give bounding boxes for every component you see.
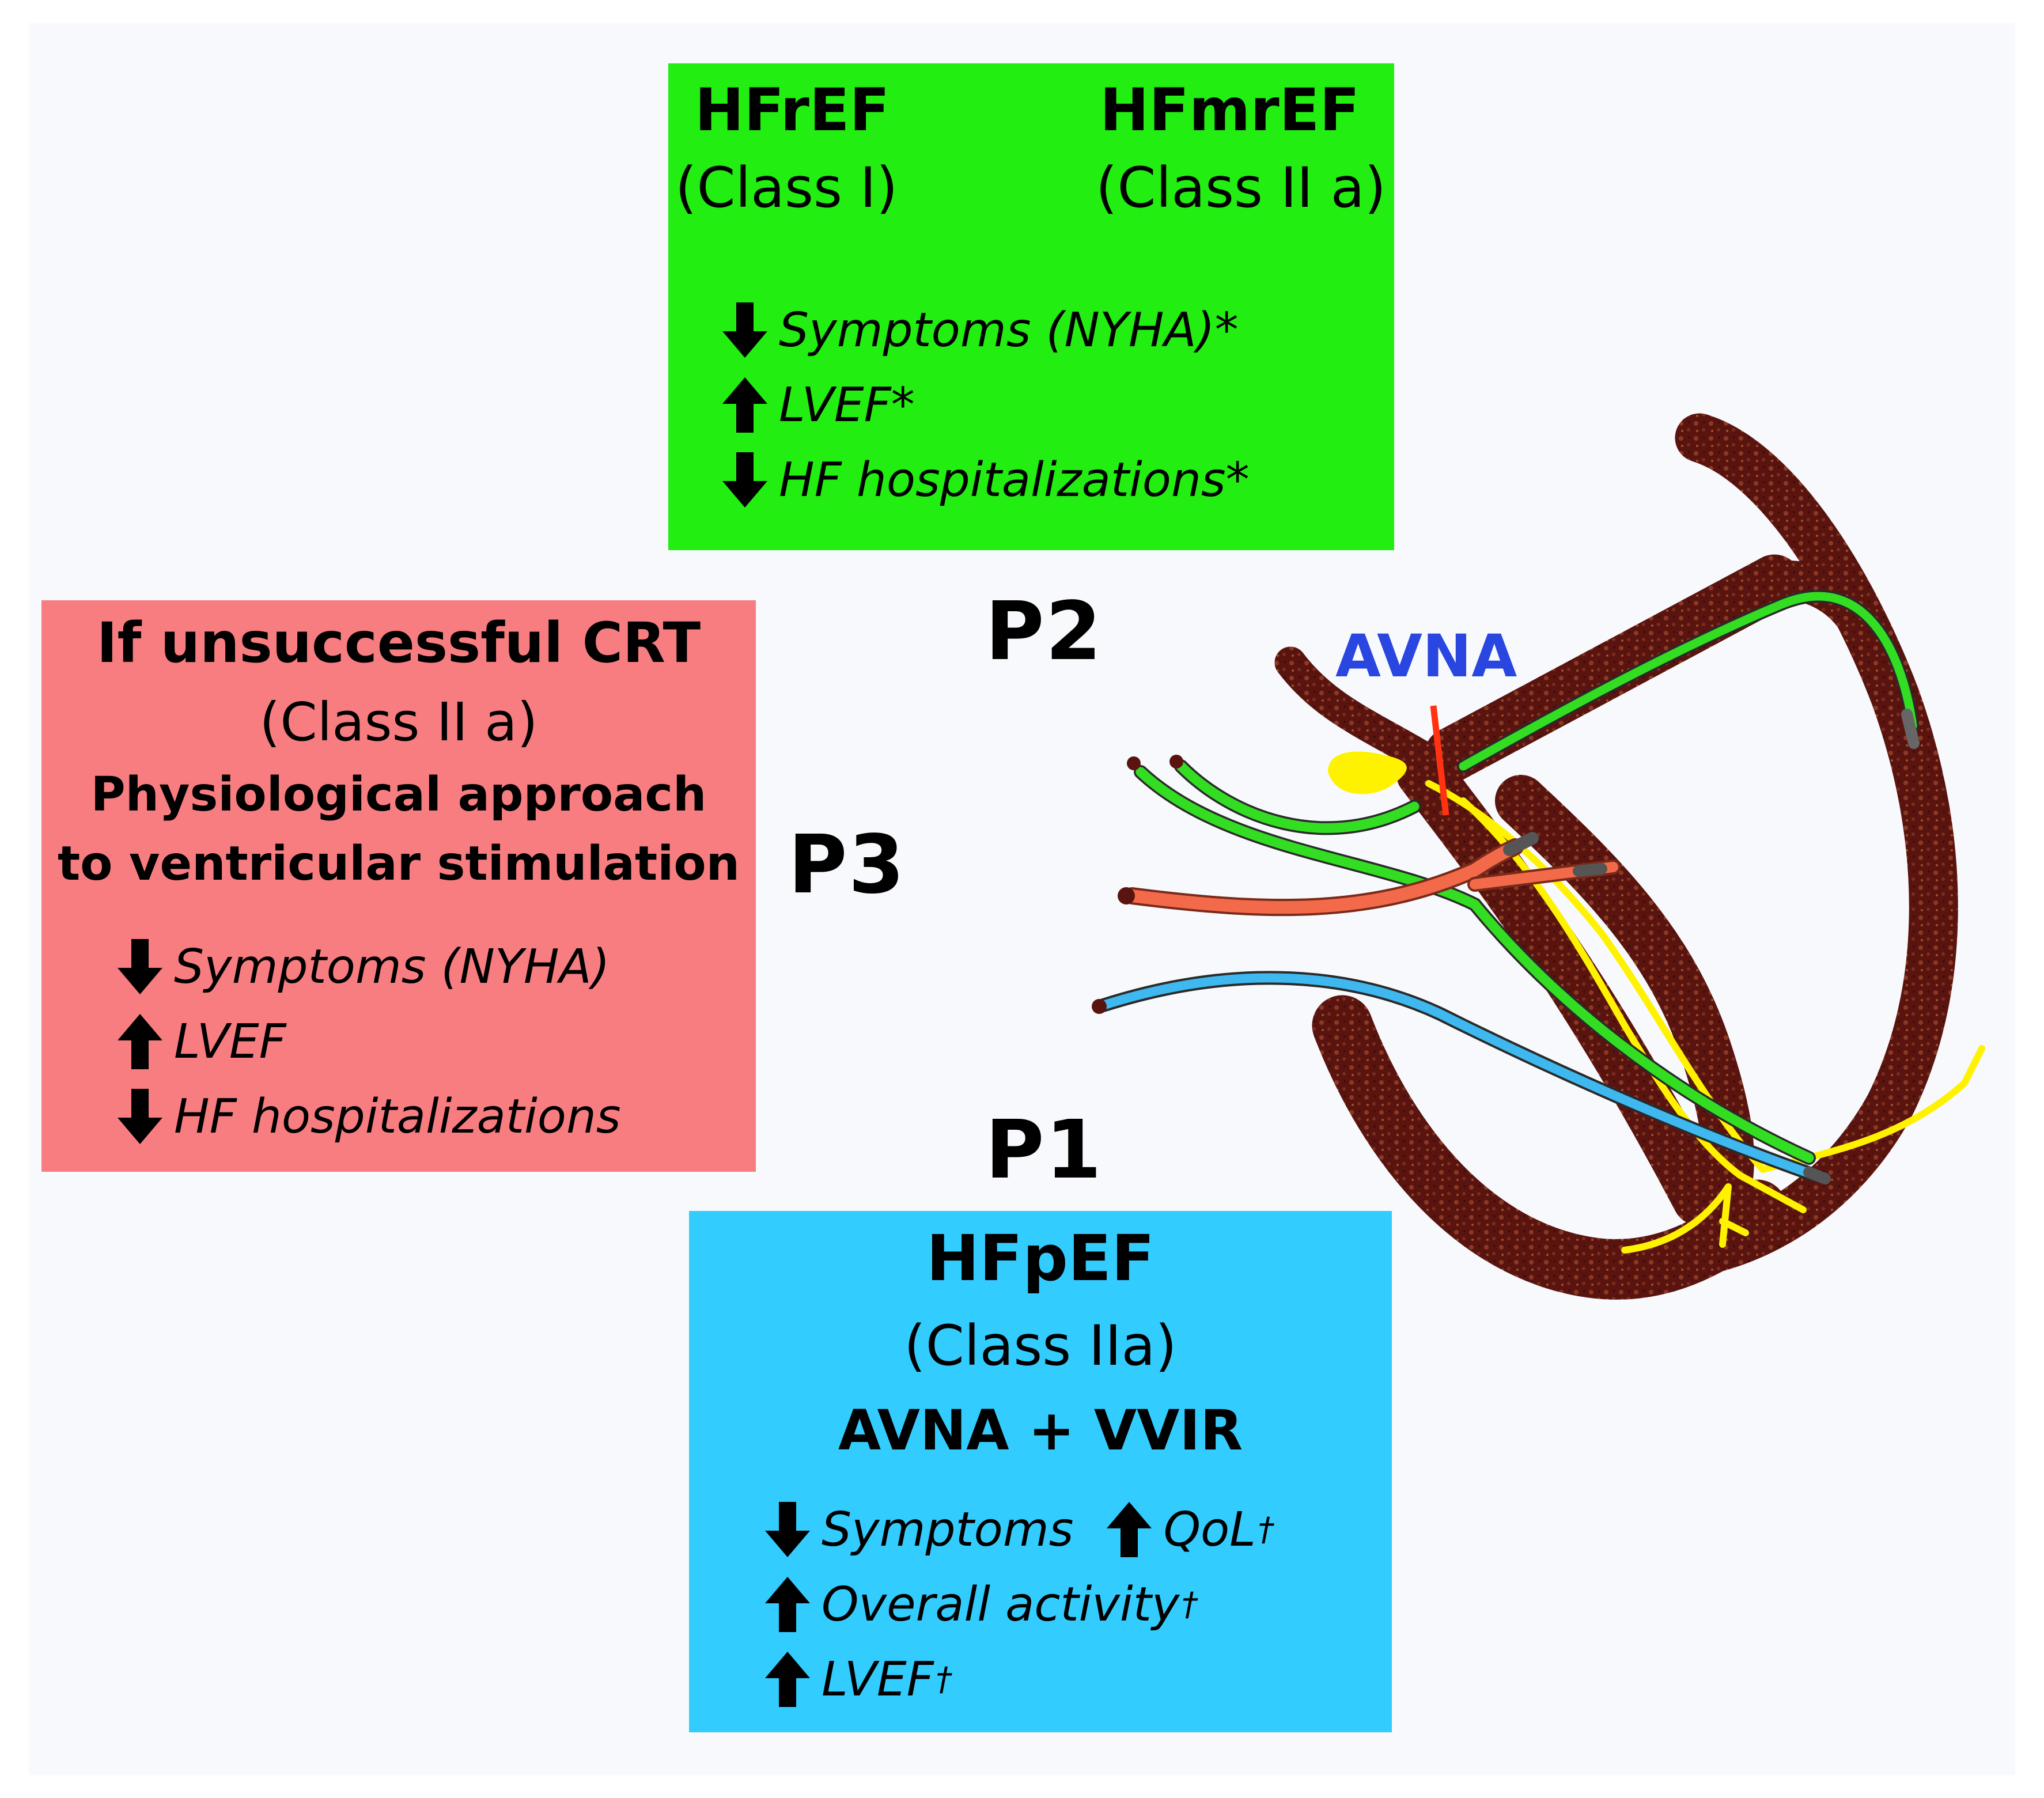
blue-qol: QoL	[1163, 1502, 1256, 1557]
blue-row-activity: Overall activity †	[764, 1577, 1198, 1632]
atrial-appendage	[1328, 751, 1407, 794]
up-arrow-icon	[764, 1652, 811, 1707]
hfmref-class: (Class II a)	[1096, 156, 1386, 220]
down-arrow-icon	[764, 1502, 811, 1557]
hfref-class: (Class I)	[675, 156, 898, 220]
avna-heart-label: AVNA	[1335, 622, 1517, 691]
green-item-lvef: LVEF*	[721, 377, 915, 433]
up-arrow-icon	[721, 377, 769, 433]
red-class: (Class II a)	[259, 691, 538, 753]
orange-lead-cap	[1118, 887, 1135, 904]
dagger-mark: †	[1182, 1585, 1198, 1623]
red-item-symptoms: Symptoms (NYHA)	[116, 939, 610, 994]
blue-symptoms: Symptoms	[822, 1502, 1074, 1557]
green-item-hospitalizations: HF hospitalizations*	[721, 452, 1250, 508]
red-item-hospitalizations: HF hospitalizations	[116, 1089, 621, 1144]
blue-lead-cap	[1092, 999, 1107, 1014]
blue-therapy: AVNA + VVIR	[838, 1398, 1243, 1463]
dagger-mark: †	[936, 1660, 952, 1698]
red-item-lvef: LVEF	[116, 1014, 286, 1069]
hfref-hfmref-box: HFrEF (Class I) HFmrEF (Class II a) Symp…	[668, 63, 1394, 550]
blue-row-symptoms-qol: Symptoms QoL †	[764, 1502, 1274, 1557]
hfpef-box: HFpEF (Class IIa) AVNA + VVIR Symptoms Q…	[689, 1211, 1392, 1732]
blue-row-lvef: LVEF †	[764, 1652, 952, 1707]
green-lead-cap	[1169, 755, 1183, 769]
up-arrow-icon	[116, 1014, 164, 1069]
orange-leads	[1123, 832, 1621, 917]
unsuccessful-crt-box: If unsuccessful CRT (Class II a) Physiol…	[41, 600, 756, 1172]
heart-illustration	[1092, 413, 1985, 1300]
down-arrow-icon	[721, 452, 769, 508]
up-arrow-icon	[764, 1577, 811, 1632]
down-arrow-icon	[721, 302, 769, 358]
red-approach-line2: to ventricular stimulation	[57, 836, 740, 891]
red-approach-line1: Physiological approach	[90, 767, 707, 822]
dagger-mark: †	[1258, 1511, 1274, 1549]
green-item-symptoms: Symptoms (NYHA)*	[721, 302, 1239, 358]
up-arrow-icon	[1106, 1502, 1153, 1557]
heart-walls	[1274, 413, 1958, 1300]
blue-lead	[1096, 971, 1831, 1184]
down-arrow-icon	[116, 939, 164, 994]
hfref-title: HFrEF	[695, 76, 890, 145]
p1-label: P1	[985, 1103, 1103, 1197]
green-lead-cap	[1127, 756, 1141, 770]
hfmref-title: HFmrEF	[1100, 76, 1360, 145]
blue-title: HFpEF	[926, 1221, 1155, 1295]
green-leads	[1134, 590, 1920, 1165]
blue-class: (Class IIa)	[904, 1314, 1177, 1378]
p3-label: P3	[788, 818, 906, 912]
p2-label: P2	[985, 585, 1103, 679]
red-title: If unsuccessful CRT	[96, 611, 701, 675]
avna-ablation-line	[1430, 705, 1449, 816]
down-arrow-icon	[116, 1089, 164, 1144]
